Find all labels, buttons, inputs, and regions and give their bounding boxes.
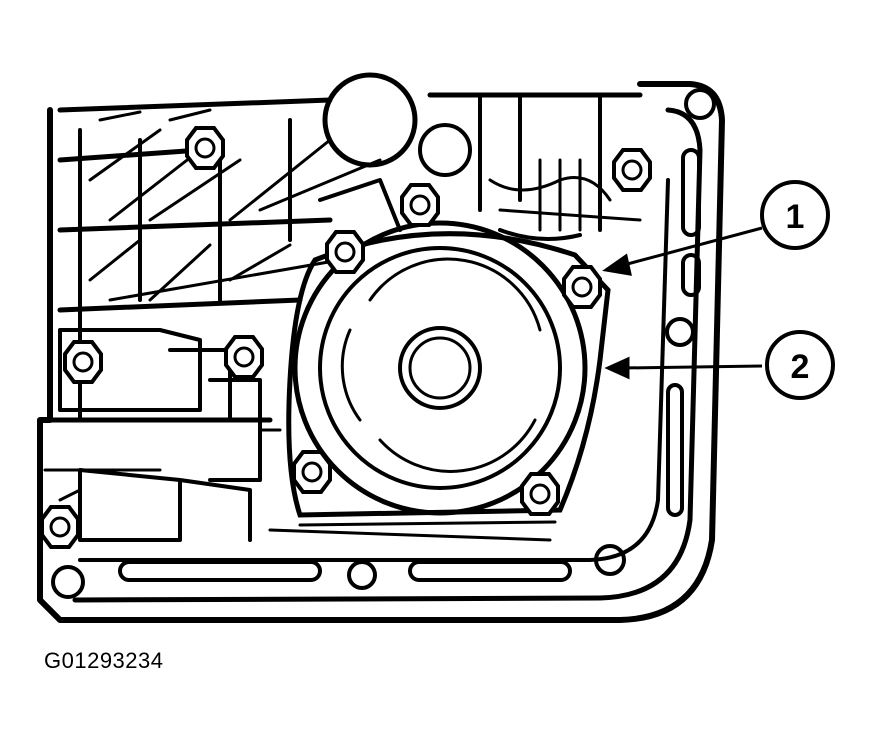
callout-2: 2 (765, 330, 835, 400)
callout-1: 1 (760, 180, 830, 250)
cover-assembly (268, 220, 611, 542)
figure-id: G01293234 (44, 648, 164, 673)
leader-lines (602, 226, 763, 380)
transmission-case (37, 72, 725, 623)
callout-1-label: 1 (786, 198, 805, 236)
callout-2-label: 2 (791, 348, 810, 386)
